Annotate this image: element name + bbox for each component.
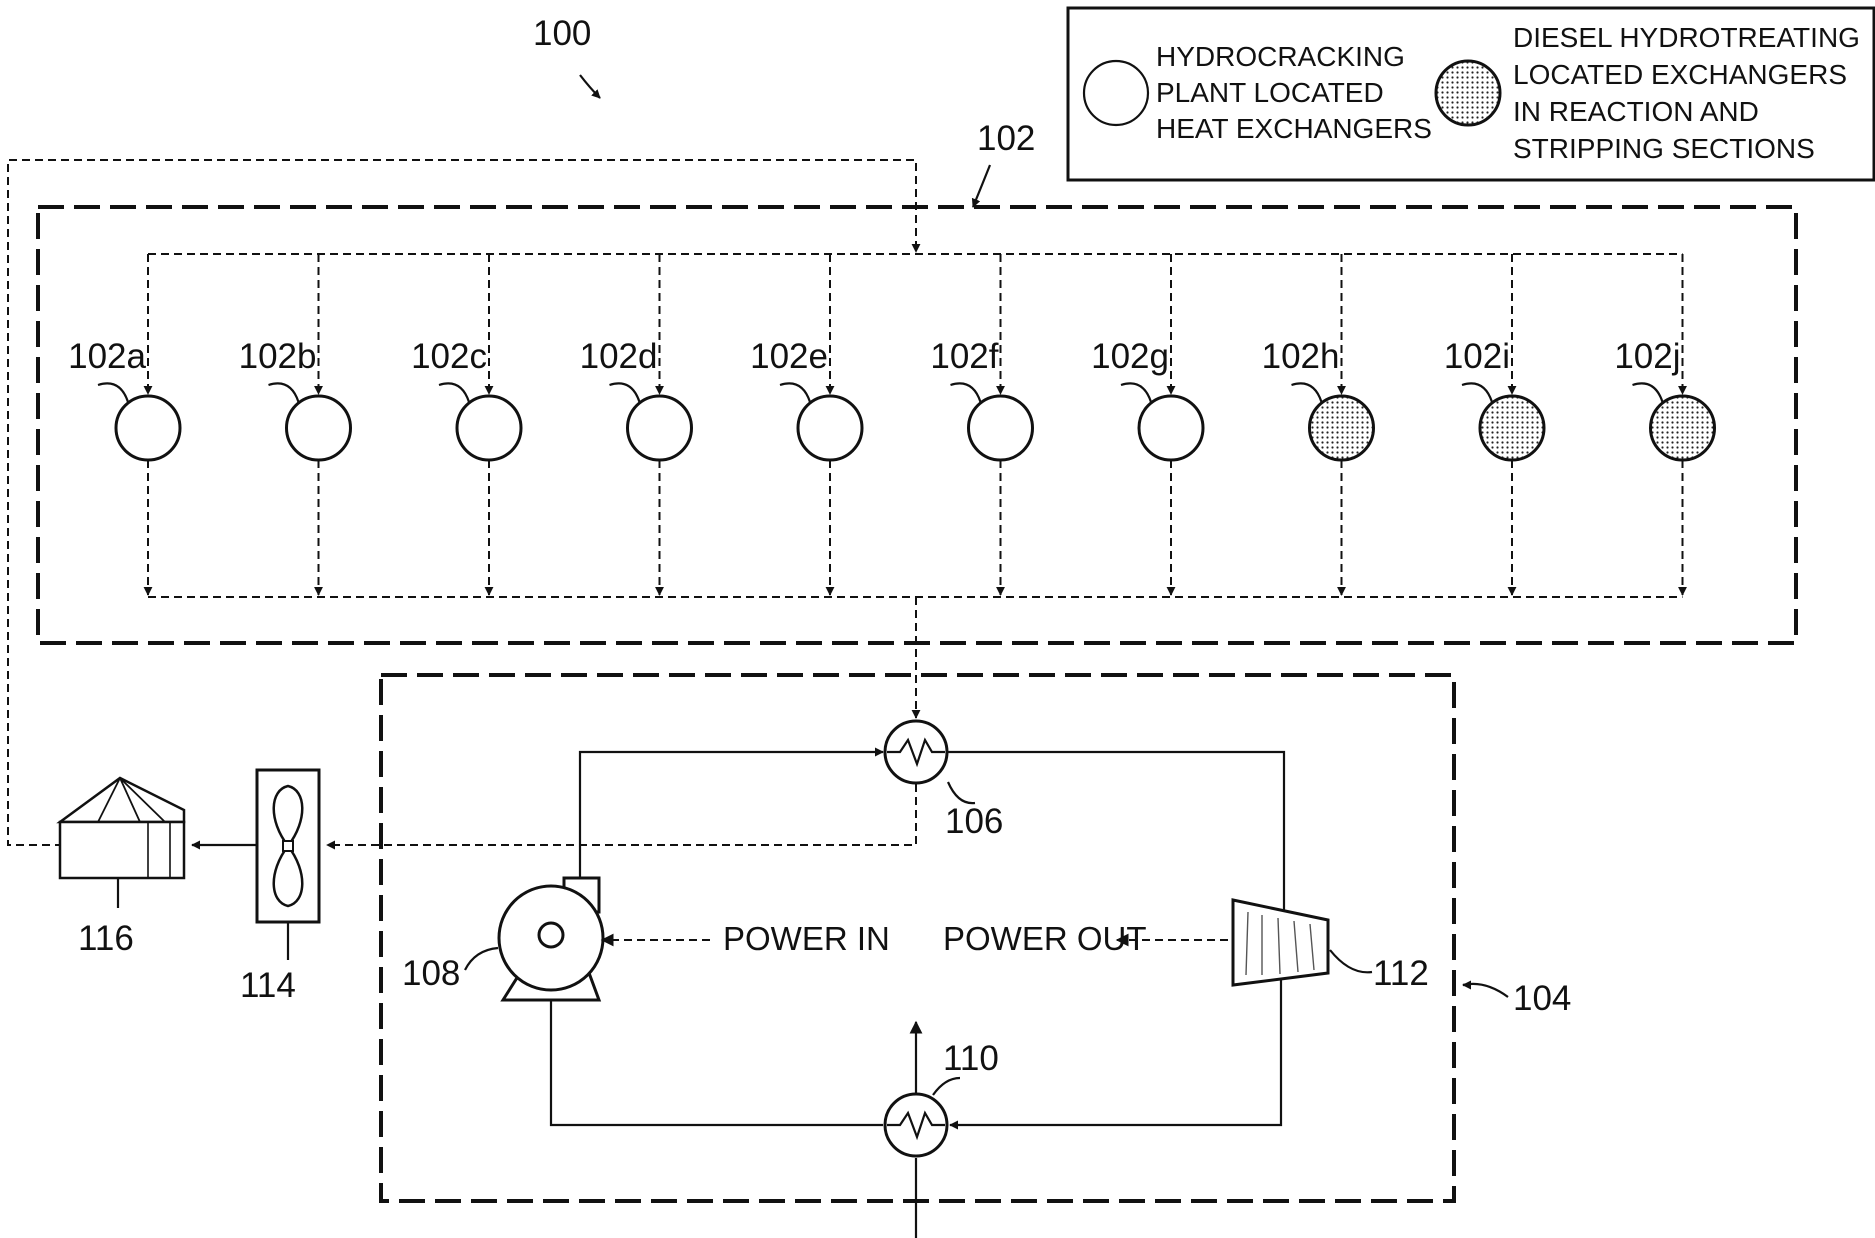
evaporator-outlet-line [327,784,916,845]
exchanger-label: 102j [1614,337,1680,376]
legend-dotted-symbol [1436,61,1500,125]
heat-exchanger-102h [1310,396,1374,460]
ref-condenser-leader [933,1078,960,1095]
heat-exchanger-102c [457,396,521,460]
heat-exchanger-102e [798,396,862,460]
heat-exchanger-102f [969,396,1033,460]
fan-hub [283,841,293,851]
legend-dotted-line-4: STRIPPING SECTIONS [1513,133,1815,164]
cooler-114 [257,770,319,922]
legend-plain-line-2: PLANT LOCATED [1156,77,1384,108]
tank-116 [60,778,184,878]
exchanger-label-leader [98,383,128,402]
heat-exchanger-102j [1651,396,1715,460]
turbine-112 [1233,900,1328,985]
exchanger-label-leader [1462,383,1492,402]
ref-orc: 104 [1513,979,1571,1018]
legend: HYDROCRACKING PLANT LOCATED HEAT EXCHANG… [1068,8,1874,180]
heat-exchanger-102g [1139,396,1203,460]
exchanger-label-leader [439,383,469,402]
exchanger-label-leader [1121,383,1151,402]
exchanger-label: 102c [411,337,487,376]
legend-plain-line-3: HEAT EXCHANGERS [1156,113,1432,144]
legend-plain-label: HYDROCRACKING PLANT LOCATED HEAT EXCHANG… [1156,41,1432,144]
condenser-to-pump [551,938,883,1125]
ref-pump: 108 [402,954,460,993]
exchanger-label: 102f [930,337,998,376]
power-out-label: POWER OUT [943,920,1147,957]
legend-dotted-line-2: LOCATED EXCHANGERS [1513,59,1847,90]
ref-turbine: 112 [1373,954,1429,993]
heat-exchanger-102d [628,396,692,460]
ref-evaporator-leader [948,782,975,803]
ref-turbine-leader [1330,950,1372,972]
tank-roof [60,778,184,822]
exchanger-group: 102a 102b 102c 102d 102e 102f 102g 102h 102i 102j [68,337,1714,460]
exchanger-label-leader [1633,383,1663,402]
exchanger-label-leader [780,383,810,402]
exchanger-label: 102a [68,337,146,376]
exchanger-label: 102i [1444,337,1510,376]
ref-tank: 116 [78,919,134,958]
ref-evaporator: 106 [945,802,1003,841]
ref-network-arrow [973,165,990,207]
return-line [8,160,916,845]
ref-network: 102 [977,119,1035,158]
ref-condenser: 110 [943,1039,999,1078]
exchanger-label: 102b [239,337,317,376]
heat-exchanger-102a [116,396,180,460]
ref-pump-leader [465,948,498,970]
exchanger-label-leader [1292,383,1322,402]
power-in-label: POWER IN [723,920,890,957]
ref-system: 100 [533,14,591,53]
pump-to-evaporator [580,752,883,880]
network-lines [148,254,1683,597]
ref-system-arrow [580,75,600,98]
pump-108 [499,878,603,1000]
evaporator-106 [885,721,947,783]
condenser-110 [885,1094,947,1156]
exchanger-label: 102d [580,337,658,376]
legend-dotted-line-3: IN REACTION AND [1513,96,1759,127]
legend-dotted-line-1: DIESEL HYDROTREATING [1513,22,1860,53]
exchanger-label-leader [951,383,981,402]
exchanger-label: 102g [1091,337,1169,376]
turbine-to-condenser [950,975,1281,1125]
exchanger-label: 102h [1262,337,1340,376]
exchanger-label-leader [610,383,640,402]
exchanger-label-leader [269,383,299,402]
exchanger-label: 102e [750,337,828,376]
tank-body [60,822,184,878]
pump-casing [499,886,603,990]
heat-exchanger-102i [1480,396,1544,460]
heat-exchanger-102b [287,396,351,460]
ref-cooler: 114 [240,966,296,1005]
legend-plain-line-1: HYDROCRACKING [1156,41,1405,72]
